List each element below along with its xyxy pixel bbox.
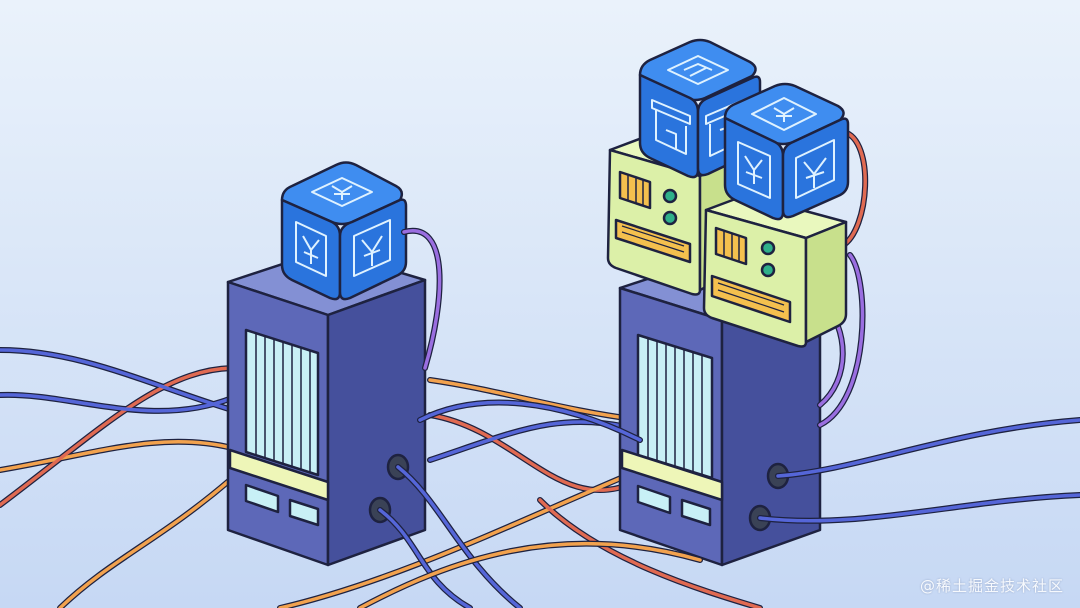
server-slot <box>636 484 672 515</box>
cable-orange <box>428 378 642 422</box>
window-stripes <box>255 333 311 472</box>
cable-blue <box>0 393 234 413</box>
server-status-strip <box>228 448 330 502</box>
server-window <box>244 328 320 477</box>
left-cube <box>280 161 408 301</box>
server-slot <box>680 498 712 527</box>
server-slot <box>288 498 320 527</box>
front-cube <box>723 82 850 221</box>
indicator-light <box>760 262 776 278</box>
indicator-light <box>662 188 678 204</box>
server-status-strip <box>620 448 724 502</box>
yuan-currency-icon <box>737 97 835 199</box>
cables-front <box>357 399 1080 608</box>
window-stripes <box>647 338 703 475</box>
cable-red <box>538 498 762 608</box>
cable-red <box>840 130 867 248</box>
watermark: @稀土掘金技术社区 <box>919 577 1064 595</box>
cable-red <box>428 413 642 492</box>
cable-blue <box>0 348 234 412</box>
cable-orange <box>58 478 232 608</box>
cable-purple <box>402 229 442 370</box>
cables-back-color <box>0 348 762 608</box>
cable-orange <box>0 439 234 472</box>
yuan-currency-icon <box>295 177 391 277</box>
back-cube <box>638 38 762 179</box>
server-slot <box>244 483 280 514</box>
indicator-light <box>760 240 776 256</box>
indicator-light <box>662 210 678 226</box>
